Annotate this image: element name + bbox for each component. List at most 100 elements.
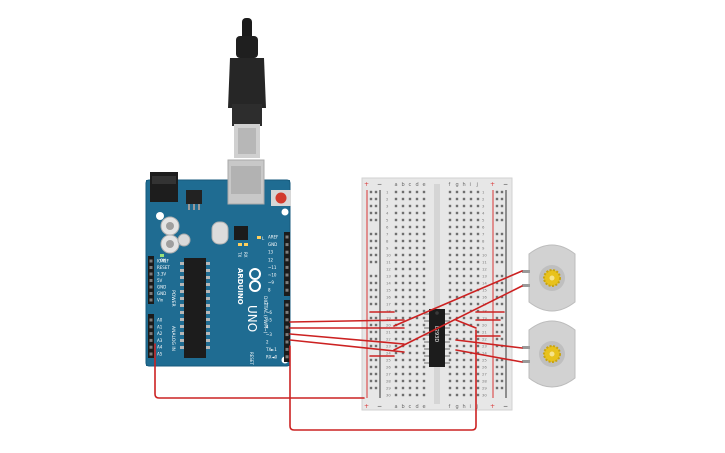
rail-hole[interactable]	[500, 232, 504, 236]
breadboard-hole[interactable]	[408, 239, 412, 243]
breadboard-hole[interactable]	[448, 344, 452, 348]
rail-hole[interactable]	[374, 246, 378, 250]
breadboard-hole[interactable]	[476, 218, 480, 222]
breadboard-hole[interactable]	[455, 323, 459, 327]
breadboard-hole[interactable]	[476, 344, 480, 348]
rail-hole[interactable]	[500, 386, 504, 390]
rail-hole[interactable]	[374, 253, 378, 257]
breadboard-hole[interactable]	[408, 330, 412, 334]
rail-hole[interactable]	[495, 281, 499, 285]
breadboard-hole[interactable]	[394, 218, 398, 222]
breadboard-hole[interactable]	[401, 288, 405, 292]
header-pin[interactable]	[285, 273, 289, 277]
breadboard-hole[interactable]	[448, 218, 452, 222]
rail-hole[interactable]	[495, 239, 499, 243]
breadboard-hole[interactable]	[422, 351, 426, 355]
rail-hole[interactable]	[495, 190, 499, 194]
breadboard-hole[interactable]	[462, 316, 466, 320]
breadboard-hole[interactable]	[401, 253, 405, 257]
header-pin[interactable]	[285, 340, 289, 344]
breadboard-hole[interactable]	[401, 309, 405, 313]
l293d-chip[interactable]: L293D	[424, 309, 450, 367]
breadboard-hole[interactable]	[455, 330, 459, 334]
header-pin[interactable]	[149, 332, 153, 336]
breadboard-hole[interactable]	[408, 274, 412, 278]
breadboard-hole[interactable]	[415, 274, 419, 278]
rail-hole[interactable]	[495, 295, 499, 299]
breadboard-hole[interactable]	[469, 260, 473, 264]
header-pin[interactable]	[149, 325, 153, 329]
breadboard-hole[interactable]	[469, 281, 473, 285]
breadboard-hole[interactable]	[401, 267, 405, 271]
breadboard-hole[interactable]	[469, 204, 473, 208]
breadboard-hole[interactable]	[469, 379, 473, 383]
header-pin[interactable]	[285, 281, 289, 285]
rail-hole[interactable]	[369, 288, 373, 292]
header-pin[interactable]	[285, 318, 289, 322]
breadboard-hole[interactable]	[422, 225, 426, 229]
breadboard-hole[interactable]	[408, 309, 412, 313]
breadboard-hole[interactable]	[401, 358, 405, 362]
breadboard-hole[interactable]	[476, 274, 480, 278]
rail-hole[interactable]	[374, 344, 378, 348]
rail-hole[interactable]	[495, 204, 499, 208]
breadboard-hole[interactable]	[448, 351, 452, 355]
breadboard-hole[interactable]	[422, 358, 426, 362]
breadboard-hole[interactable]	[394, 309, 398, 313]
breadboard-hole[interactable]	[422, 190, 426, 194]
breadboard-hole[interactable]	[469, 323, 473, 327]
breadboard-hole[interactable]	[476, 267, 480, 271]
breadboard-hole[interactable]	[476, 302, 480, 306]
breadboard-hole[interactable]	[455, 379, 459, 383]
header-pin[interactable]	[285, 265, 289, 269]
rail-hole[interactable]	[374, 337, 378, 341]
breadboard-hole[interactable]	[462, 309, 466, 313]
breadboard-hole[interactable]	[408, 393, 412, 397]
rail-hole[interactable]	[500, 337, 504, 341]
header-pin[interactable]	[285, 258, 289, 262]
breadboard-hole[interactable]	[469, 358, 473, 362]
breadboard-hole[interactable]	[422, 274, 426, 278]
breadboard-hole[interactable]	[401, 316, 405, 320]
breadboard-hole[interactable]	[469, 330, 473, 334]
breadboard-hole[interactable]	[401, 281, 405, 285]
rail-hole[interactable]	[374, 281, 378, 285]
rail-hole[interactable]	[500, 288, 504, 292]
rail-hole[interactable]	[374, 218, 378, 222]
breadboard-hole[interactable]	[422, 218, 426, 222]
breadboard-hole[interactable]	[448, 246, 452, 250]
rail-hole[interactable]	[374, 211, 378, 215]
rail-hole[interactable]	[369, 281, 373, 285]
rail-hole[interactable]	[495, 218, 499, 222]
breadboard-hole[interactable]	[422, 379, 426, 383]
rail-hole[interactable]	[369, 190, 373, 194]
breadboard-hole[interactable]	[462, 197, 466, 201]
breadboard-hole[interactable]	[448, 267, 452, 271]
breadboard-hole[interactable]	[408, 323, 412, 327]
breadboard-hole[interactable]	[469, 218, 473, 222]
breadboard-hole[interactable]	[401, 260, 405, 264]
breadboard-hole[interactable]	[422, 281, 426, 285]
header-pin[interactable]	[149, 279, 153, 282]
breadboard-hole[interactable]	[394, 260, 398, 264]
breadboard-hole[interactable]	[415, 309, 419, 313]
breadboard-hole[interactable]	[455, 351, 459, 355]
breadboard-hole[interactable]	[422, 253, 426, 257]
breadboard-hole[interactable]	[401, 295, 405, 299]
breadboard-hole[interactable]	[462, 337, 466, 341]
header-pin[interactable]	[285, 303, 289, 307]
breadboard-hole[interactable]	[394, 302, 398, 306]
rail-hole[interactable]	[374, 379, 378, 383]
header-pin[interactable]	[285, 310, 289, 314]
breadboard-hole[interactable]	[415, 218, 419, 222]
breadboard-hole[interactable]	[408, 337, 412, 341]
breadboard-hole[interactable]	[448, 358, 452, 362]
breadboard-hole[interactable]	[448, 379, 452, 383]
breadboard-hole[interactable]	[469, 225, 473, 229]
breadboard-hole[interactable]	[422, 323, 426, 327]
breadboard-hole[interactable]	[408, 386, 412, 390]
breadboard-hole[interactable]	[394, 295, 398, 299]
breadboard-hole[interactable]	[422, 246, 426, 250]
breadboard-hole[interactable]	[415, 302, 419, 306]
breadboard-hole[interactable]	[422, 260, 426, 264]
